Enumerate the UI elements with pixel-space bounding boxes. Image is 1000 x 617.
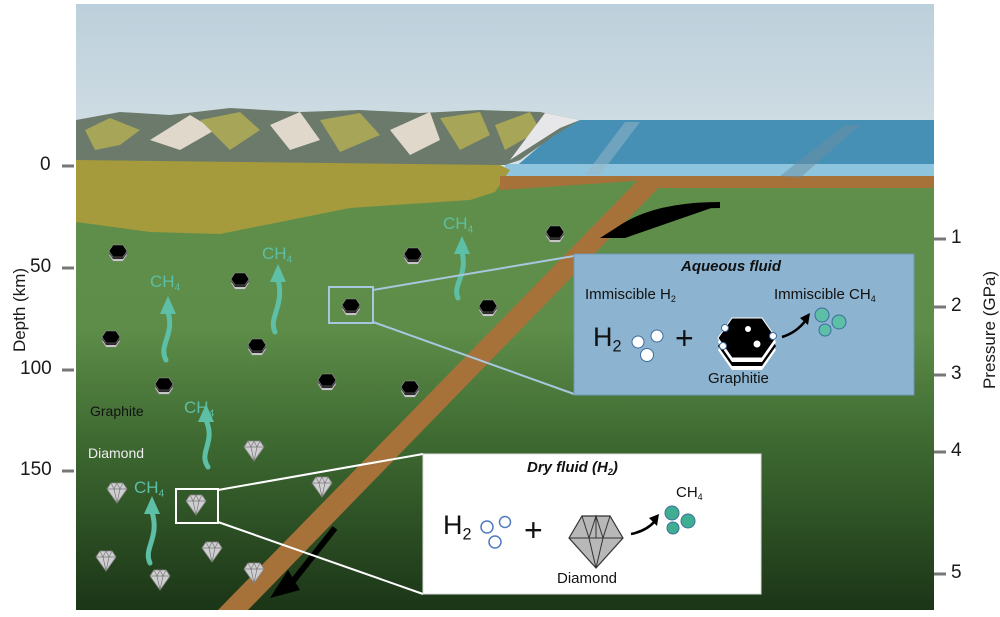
ch4-label: CH4 bbox=[150, 272, 181, 294]
pressure-axis-label: Pressure (GPa) bbox=[980, 270, 999, 390]
aqueous-zoom-box bbox=[328, 286, 374, 324]
depth-axis-label: Depth (km) bbox=[10, 267, 29, 353]
pressure-tick-4: 4 bbox=[951, 440, 962, 461]
aqueous-plus-sign: + bbox=[675, 320, 694, 356]
ch4-label: CH4 bbox=[443, 214, 474, 236]
pressure-tick-5: 5 bbox=[951, 562, 962, 583]
pressure-tick-1: 1 bbox=[951, 227, 962, 248]
ch4-label: CH4 bbox=[134, 478, 165, 500]
pressure-tick-3: 3 bbox=[951, 363, 962, 384]
continental-crust bbox=[76, 160, 510, 234]
ch4-bubbles-aqueous bbox=[814, 307, 847, 337]
subducting-slab bbox=[218, 178, 668, 610]
reaction-arrow-aqueous bbox=[781, 319, 807, 339]
graphitie-label: Graphitie bbox=[708, 370, 769, 387]
methane-flow-arrows bbox=[145, 249, 466, 566]
dry-zoom-box bbox=[175, 488, 219, 524]
ch4-bubbles-dry bbox=[664, 505, 696, 535]
depth-tick-150: 150 bbox=[20, 459, 52, 480]
convection-arrow-top bbox=[600, 205, 720, 238]
depth-ticks bbox=[62, 164, 74, 473]
aqueous-panel-title: Aqueous fluid bbox=[681, 258, 781, 275]
oceanic-plate bbox=[500, 176, 934, 190]
depth-tick-0: 0 bbox=[40, 154, 51, 175]
ocean bbox=[505, 120, 934, 176]
graphite-large-icon bbox=[717, 317, 777, 370]
dry-h2-reactant: H2 bbox=[443, 510, 472, 544]
immiscible-h2-label: Immiscible H2 bbox=[585, 286, 676, 305]
h2-bubbles-dry bbox=[480, 515, 512, 549]
dry-panel-title: Dry fluid (H2) bbox=[527, 459, 618, 478]
subduction-arrow bbox=[287, 526, 338, 587]
ch4-label: CH4 bbox=[262, 244, 293, 266]
diamond-large-icon bbox=[568, 514, 624, 569]
dry-ch4-product-label: CH4 bbox=[676, 484, 703, 503]
dry-plus-sign: + bbox=[524, 512, 543, 548]
depth-tick-50: 50 bbox=[30, 256, 52, 277]
depth-tick-100: 100 bbox=[20, 358, 52, 379]
immiscible-ch4-label: Immiscible CH4 bbox=[774, 286, 876, 305]
graphite-region-label: Graphite bbox=[90, 403, 144, 419]
diamond-label: Diamond bbox=[557, 570, 618, 587]
h2-bubbles-aqueous bbox=[631, 329, 664, 362]
pressure-ticks bbox=[934, 237, 946, 576]
aqueous-h2-reactant: H2 bbox=[593, 322, 622, 356]
diamond-region-label: Diamond bbox=[88, 445, 145, 461]
ch4-label: CH4 bbox=[184, 398, 215, 420]
reaction-arrow-dry bbox=[630, 520, 656, 536]
ocean-shelf bbox=[505, 164, 934, 176]
pressure-tick-2: 2 bbox=[951, 295, 962, 316]
